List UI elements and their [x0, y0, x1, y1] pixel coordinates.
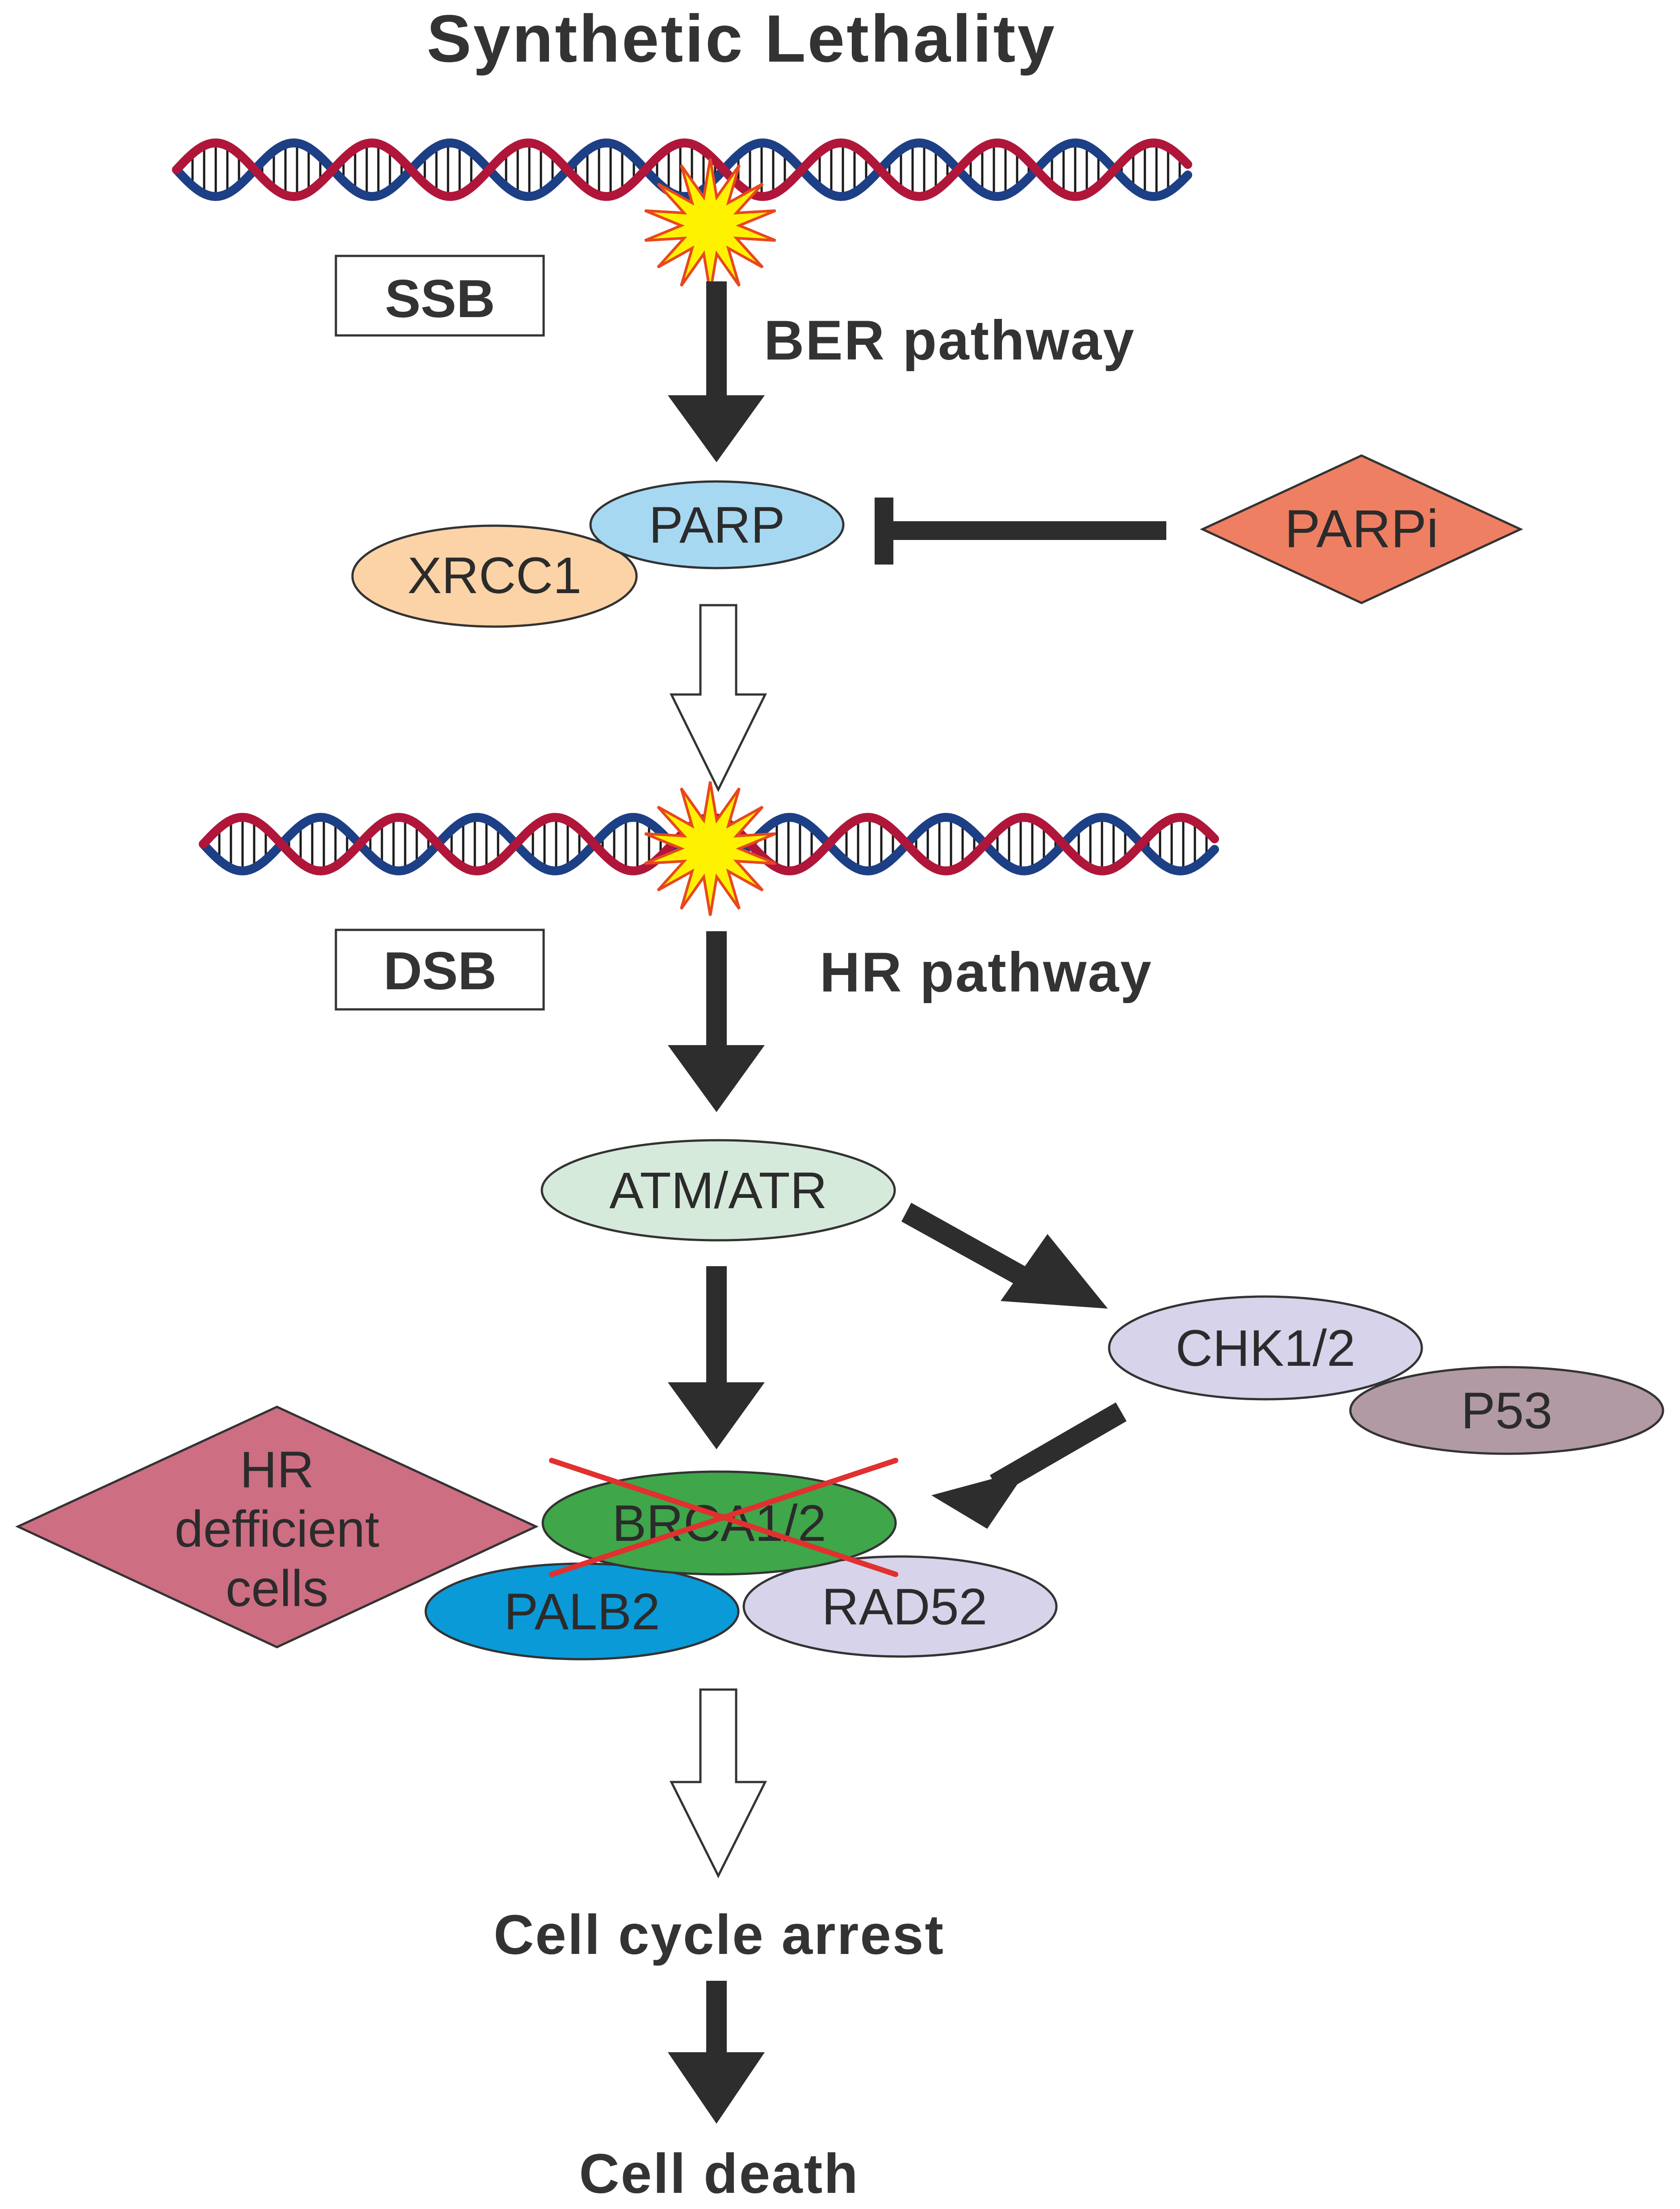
ssb-label: SSB	[385, 269, 495, 329]
atm-atr-node: ATM/ATR	[540, 1139, 896, 1242]
chk-to-brca-arrow	[931, 1402, 1127, 1529]
hr-pathway-label: HR pathway	[820, 941, 1152, 1004]
rad52-label: RAD52	[822, 1578, 988, 1636]
hr-deficient-line-3: cells	[226, 1560, 328, 1617]
brca-crossed-out-icon	[549, 1458, 898, 1577]
p53-label: P53	[1461, 1382, 1553, 1439]
rad52-node: RAD52	[742, 1555, 1058, 1658]
p53-node: P53	[1349, 1366, 1664, 1455]
hollow-arrow-to-dsb	[669, 604, 767, 792]
parpi-node: PARPi	[1200, 454, 1523, 604]
chk1-2-node: CHK1/2	[1108, 1295, 1423, 1401]
parpi-inhibition-arrow	[875, 498, 1166, 565]
cell-death-label: Cell death	[579, 2143, 859, 2205]
atm-atr-label: ATM/ATR	[609, 1162, 827, 1219]
xrcc1-node: XRCC1	[351, 524, 638, 628]
dsb-label: DSB	[383, 941, 496, 1001]
chk1-2-label: CHK1/2	[1176, 1320, 1356, 1377]
atm-to-brca-arrow	[668, 1266, 765, 1449]
dsb-damage-star-icon	[644, 781, 776, 916]
dsb-label-box: DSB	[335, 929, 545, 1011]
parp-node: PARP	[589, 480, 845, 569]
hollow-arrow-to-arrest	[669, 1688, 767, 1878]
ssb-label-box: SSB	[335, 255, 545, 337]
xrcc1-label: XRCC1	[407, 547, 582, 604]
palb2-node: PALB2	[424, 1562, 740, 1661]
page-title: Synthetic Lethality	[427, 1, 1056, 76]
hr-deficient-line-2: defficient	[175, 1501, 379, 1558]
hr-arrow	[668, 931, 765, 1112]
hr-deficient-line-1: HR	[240, 1441, 314, 1498]
arrest-to-death-arrow	[668, 1981, 765, 2124]
palb2-label: PALB2	[504, 1583, 660, 1640]
ber-pathway-label: BER pathway	[764, 310, 1135, 372]
parpi-label: PARPi	[1285, 499, 1439, 559]
parp-label: PARP	[649, 497, 785, 554]
atm-to-chk-arrow	[901, 1203, 1108, 1309]
ber-arrow	[668, 281, 765, 462]
ssb-damage-star-icon	[644, 158, 776, 293]
hr-deficient-cells-node: HR defficient cells	[15, 1406, 539, 1648]
cell-cycle-arrest-label: Cell cycle arrest	[494, 1904, 945, 1966]
